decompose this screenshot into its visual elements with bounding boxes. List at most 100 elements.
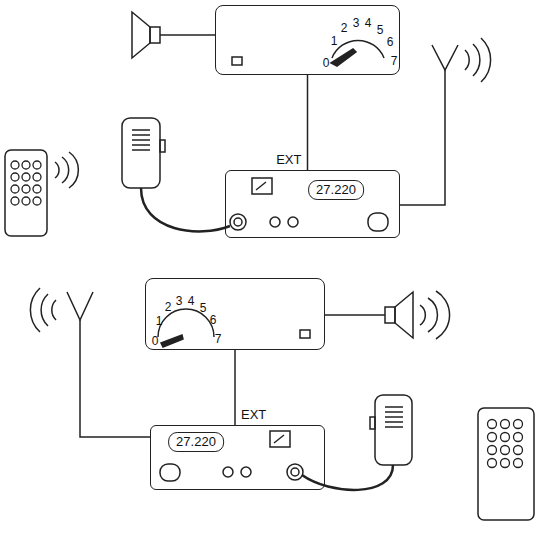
remote-keypad [478, 408, 534, 520]
radio-waves [465, 38, 491, 82]
microphone [302, 395, 412, 490]
keypad-key [11, 185, 19, 193]
speaker [325, 291, 450, 339]
mic-socket [234, 218, 242, 226]
scale-number: 4 [365, 17, 372, 29]
channel-knob [368, 213, 388, 231]
scale-number: 0 [323, 57, 330, 69]
wire-line [307, 75, 309, 170]
scale-number: 4 [188, 295, 195, 307]
connector-label: EXT [240, 408, 267, 422]
ptt-button [370, 417, 375, 429]
cb-radio: 27.220 [150, 425, 325, 490]
radio-details [230, 178, 388, 231]
keypad-key [11, 197, 19, 205]
mic-grill [132, 130, 150, 150]
mic-socket [230, 214, 246, 230]
ext-speaker-wire [235, 350, 236, 425]
keypad-key [33, 173, 41, 181]
keypad-key [501, 433, 510, 442]
knob [223, 467, 233, 477]
mic-socket [287, 464, 303, 480]
mic-cord [141, 188, 230, 231]
remote-keypad [5, 150, 78, 236]
antenna-cable [80, 320, 150, 437]
scale-number: 3 [176, 295, 183, 307]
speaker-wire [325, 314, 385, 316]
scale-number: 5 [377, 24, 384, 36]
frequency-display: 27.220 [308, 180, 364, 200]
sound-waves [420, 291, 450, 339]
knob [270, 217, 280, 227]
keypad-keys [11, 161, 523, 468]
meter-lamp [300, 330, 310, 338]
scale-number: 5 [200, 302, 207, 314]
meter-unit: 0 123456 7 [145, 278, 325, 350]
keypad-key [488, 420, 497, 429]
speaker-cone [395, 292, 413, 338]
speaker-cone [132, 12, 150, 58]
meter-lamp [232, 57, 242, 65]
cb-radio: 27.220 [225, 170, 400, 238]
keypad-key [33, 185, 41, 193]
antenna-cable [400, 70, 445, 205]
scale-number: 7 [215, 333, 222, 345]
keypad-key [488, 446, 497, 455]
keypad-key [488, 459, 497, 468]
keypad-body [478, 408, 534, 520]
keypad-key [22, 173, 30, 181]
keypad-key [22, 197, 30, 205]
keypad-body [5, 150, 47, 236]
signal-meter-needle [256, 182, 266, 190]
antenna [400, 38, 491, 205]
signal-meter-icon [252, 178, 272, 194]
meter-needle [161, 335, 183, 347]
ptt-button [160, 140, 165, 152]
keypad-key [514, 420, 523, 429]
keypad-key [11, 161, 19, 169]
keypad-key [501, 446, 510, 455]
meter-needle [331, 49, 356, 66]
scale-number: 7 [391, 55, 398, 67]
scale-number: 1 [331, 35, 338, 47]
keypad-key [514, 459, 523, 468]
scale-number: 2 [341, 22, 348, 34]
meter-scale [332, 40, 384, 58]
frequency-display: 27.220 [168, 432, 224, 452]
meter-face [232, 40, 384, 66]
keypad-key [514, 446, 523, 455]
meter-unit: 01234567 [215, 5, 400, 75]
scale-number: 6 [387, 36, 394, 48]
radio-waves [55, 152, 78, 188]
scale-number: 0 [152, 335, 159, 347]
scale-number: 1 [156, 315, 163, 327]
keypad-key [488, 433, 497, 442]
scale-number: 2 [165, 301, 172, 313]
meter-face [158, 309, 310, 347]
antenna [30, 288, 150, 437]
wire-line [234, 350, 236, 425]
speaker-magnet [385, 307, 395, 323]
antenna-arms [432, 45, 458, 70]
connector-label: EXT [275, 153, 302, 167]
keypad-key [514, 433, 523, 442]
keypad-key [501, 420, 510, 429]
channel-knob [160, 464, 180, 481]
radio-details [160, 431, 303, 481]
mic-grill [385, 407, 403, 427]
signal-meter-needle [274, 435, 284, 443]
mic-body [122, 118, 160, 188]
speaker-magnet [150, 27, 160, 43]
keypad-key [22, 161, 30, 169]
radio-waves [30, 288, 56, 332]
speaker [132, 12, 215, 58]
keypad-key [22, 185, 30, 193]
keypad-key [501, 459, 510, 468]
mic-cord [302, 465, 393, 490]
keypad-key [11, 173, 19, 181]
knob [288, 217, 298, 227]
antenna-arms [67, 292, 93, 320]
scale-number: 6 [210, 314, 217, 326]
